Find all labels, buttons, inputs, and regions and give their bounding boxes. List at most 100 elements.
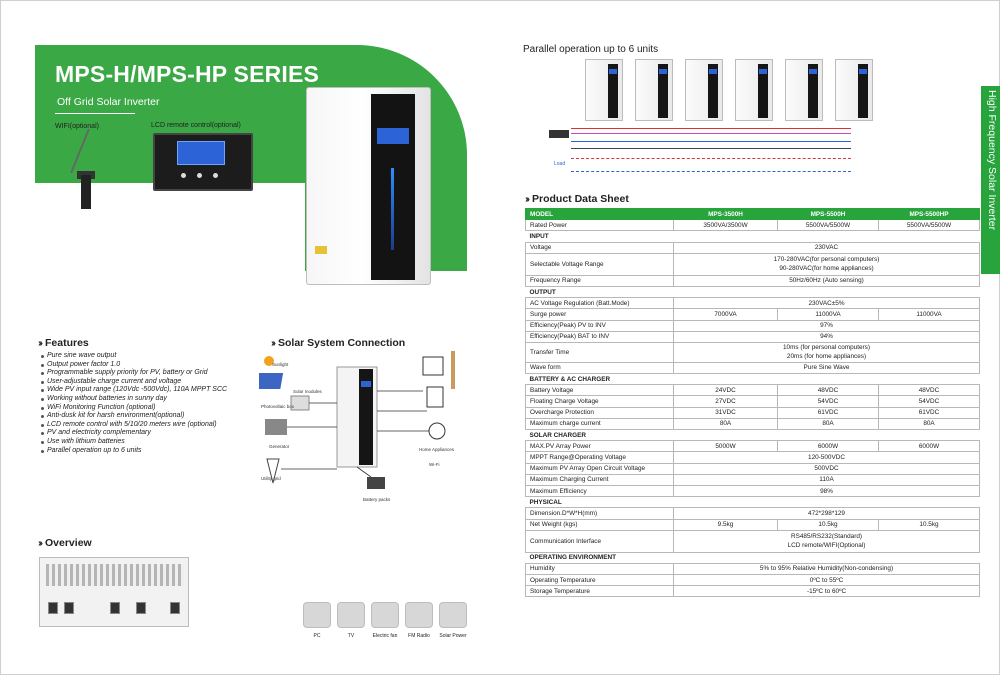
wifi-stick-icon — [451, 351, 455, 389]
table-value-cell: 61VDC — [878, 406, 980, 419]
table-category-row: INPUT — [525, 230, 980, 243]
feature-item: Wide PV input range (120Vdc -500Vdc), 11… — [41, 386, 241, 395]
table-category-cell: BATTERY & AC CHARGER — [525, 373, 980, 386]
table-value-cell: 11000VA — [777, 308, 879, 321]
table-value-cell: 3500VA/3500W — [673, 219, 778, 232]
table-value-cell: 97% — [673, 319, 980, 332]
table-header-cell: MODEL — [525, 207, 674, 221]
lcd-label: LCD remote control(optional) — [151, 122, 241, 129]
table-label-cell: Rated Power — [525, 219, 674, 232]
table-category-row: OUTPUT — [525, 285, 980, 299]
parallel-wire — [571, 128, 851, 129]
wifi-label: WIFI(optional) — [55, 123, 99, 130]
table-label-cell: Communication Interface — [525, 529, 674, 553]
table-category-cell: OPERATING ENVIRONMENT — [525, 551, 980, 564]
feature-item: Working without batteries in sunny day — [41, 395, 241, 404]
lcd-button-icon — [197, 173, 202, 178]
inverter-lcd-icon — [361, 381, 371, 387]
table-value-cell: 27VDC — [673, 395, 778, 408]
load-breaker-icon — [549, 130, 569, 138]
load-label: Load — [554, 161, 566, 167]
table-value-cell: 10.5kg — [878, 518, 980, 531]
table-value-cell: 5500VA/5500W — [777, 219, 879, 232]
table-row: Storage Temperature-15ºC to 60ºC — [525, 585, 980, 598]
table-label-cell: Surge power — [525, 308, 674, 321]
solar-modules-label: Solar modules — [293, 389, 322, 394]
app-label-tv: TV — [347, 633, 355, 639]
wifi-antenna-icon — [70, 129, 118, 173]
overview-heading: ››Overview — [38, 537, 92, 549]
table-value-cell: 24VDC — [673, 384, 778, 397]
table-label-cell: MAX.PV Array Power — [525, 440, 674, 453]
table-label-cell: Wave form — [525, 361, 674, 375]
table-label-cell: Floating Charge Voltage — [525, 395, 674, 408]
table-value-cell: 80A — [673, 417, 778, 431]
table-label-cell: Maximum charge current — [525, 417, 674, 431]
table-value-cell: 48VDC — [777, 384, 879, 397]
feature-item: Anti-dusk kit for harsh environment(opti… — [41, 412, 241, 421]
parallel-title: Parallel operation up to 6 units — [523, 44, 659, 55]
datasheet-heading: ››Product Data Sheet — [525, 193, 629, 205]
table-value-cell: 0ºC to 55ºC — [673, 574, 980, 587]
photovoltaic-label: Photovoltaic box — [261, 404, 295, 409]
parallel-unit-image — [585, 59, 623, 121]
table-value-line: 170-280VAC(for personal computers) — [773, 256, 880, 264]
lcd-button-icon — [213, 173, 218, 178]
table-value-cell: 472*298*129 — [673, 507, 980, 520]
parallel-wire — [571, 158, 851, 159]
table-label-cell: Frequency Range — [525, 274, 674, 287]
app-label-fan: Electric fan — [372, 633, 398, 639]
table-row: Dimension.D*W*H(mm)472*298*129 — [525, 507, 980, 520]
table-category-cell: OUTPUT — [525, 285, 980, 299]
generator-icon — [265, 419, 287, 435]
subtitle-underline — [55, 113, 135, 114]
table-value-cell: -15ºC to 60ºC — [673, 585, 980, 598]
table-header-cell: MPS-5500HP — [878, 207, 980, 221]
feature-item: PV and electricity complementary — [41, 429, 241, 438]
table-value-cell: 5500VA/5500W — [878, 219, 980, 232]
table-row: AC Voltage Regulation (Batt.Mode)230VAC±… — [525, 297, 980, 310]
table-value-line: 90-280VAC(for home appliances) — [779, 265, 874, 273]
series-subtitle: Off Grid Solar Inverter — [57, 96, 160, 108]
table-value-cell: 11000VA — [878, 308, 980, 321]
table-label-cell: Transfer Time — [525, 341, 674, 363]
solar-connection-diagram — [259, 351, 455, 489]
table-category-cell: INPUT — [525, 230, 980, 243]
table-value-cell: 10ms (for personal computers)20ms (for h… — [673, 341, 980, 363]
table-category-row: BATTERY & AC CHARGER — [525, 373, 980, 386]
table-label-cell: Storage Temperature — [525, 585, 674, 598]
parallel-wire — [571, 141, 851, 142]
side-tab-label: High Frequency Solar Inverter — [986, 90, 998, 231]
inverter-product-image — [306, 87, 431, 285]
feature-item: Use with lithium batteries — [41, 438, 241, 447]
table-value-cell: 50Hz/60Hz (Auto sensing) — [673, 274, 980, 287]
table-category-row: SOLAR CHARGER — [525, 428, 980, 442]
parallel-unit-image — [785, 59, 823, 121]
feature-item: Pure sine wave output — [41, 352, 241, 361]
feature-item: User-adjustable charge current and volta… — [41, 378, 241, 387]
table-value-cell: 500VDC — [673, 462, 980, 475]
solar-panel-icon — [259, 373, 284, 389]
parallel-unit-image — [835, 59, 873, 121]
port-icon — [110, 602, 120, 614]
overview-bottom-panel-image — [39, 557, 189, 627]
table-category-cell: SOLAR CHARGER — [525, 428, 980, 442]
table-value-cell: 98% — [673, 484, 980, 498]
warning-label-icon — [315, 246, 327, 254]
parallel-unit-image — [635, 59, 673, 121]
table-value-cell: 6000W — [777, 440, 879, 453]
tv-icon — [337, 602, 365, 628]
